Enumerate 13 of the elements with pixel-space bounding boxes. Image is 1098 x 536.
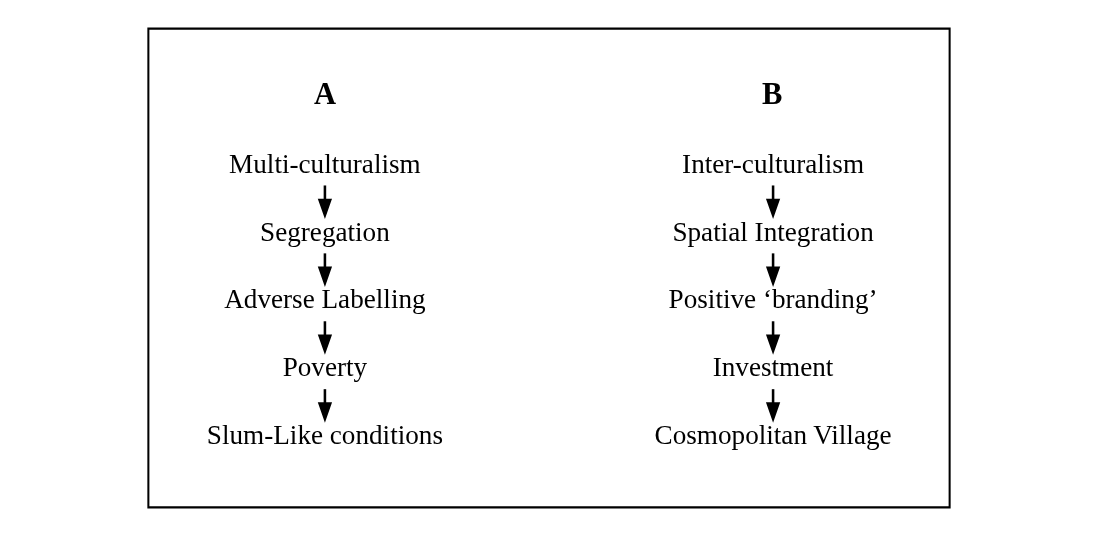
node-text: Spatial Integration	[672, 216, 874, 247]
node-text: Slum-Like conditions	[206, 420, 443, 451]
cluster	[147, 27, 951, 509]
node-text: Multi-culturalism	[229, 148, 421, 179]
node-text: Poverty	[282, 352, 368, 383]
node-text: Investment	[712, 352, 834, 383]
node-text: Positive ‘branding’	[668, 284, 878, 315]
label: B	[762, 77, 783, 112]
node-text: Cosmopolitan Village	[654, 420, 892, 451]
node-text: Adverse Labelling	[224, 284, 426, 315]
node-text: Segregation	[260, 216, 390, 247]
node-text: Inter-culturalism	[682, 148, 865, 179]
label: A	[313, 77, 336, 112]
